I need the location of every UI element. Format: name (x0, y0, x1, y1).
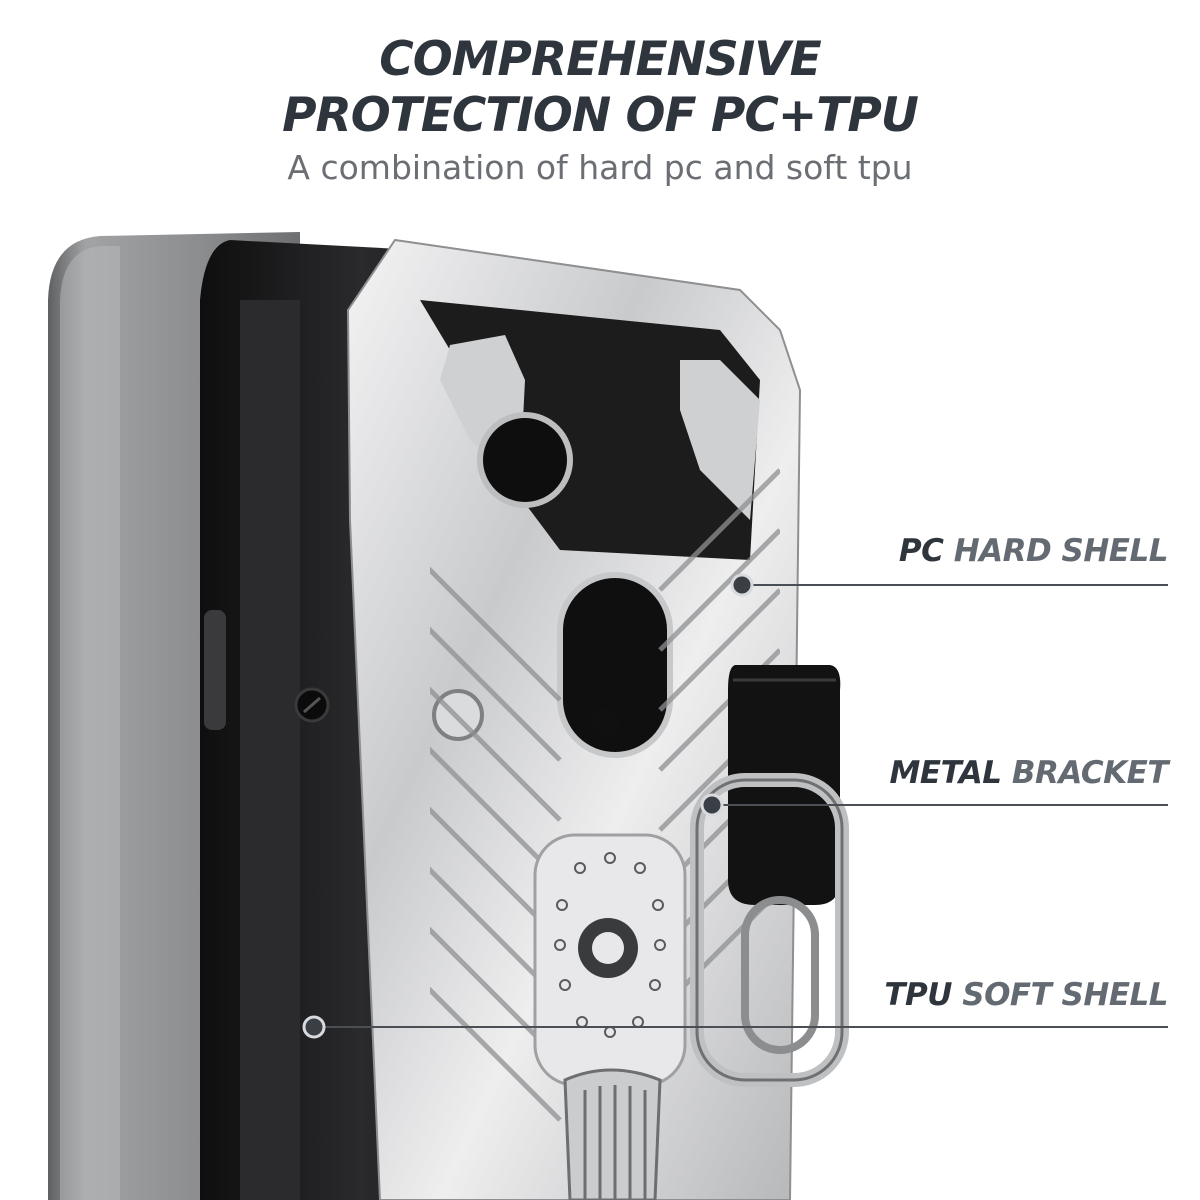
callout-metal-bracket: METAL BRACKET (889, 755, 1169, 791)
callout-tpu-soft-shell: TPU SOFT SHELL (884, 977, 1168, 1013)
callout-light: HARD SHELL (953, 533, 1169, 569)
callout-light: SOFT SHELL (962, 977, 1168, 1013)
title-line-1: COMPREHENSIVE (379, 32, 822, 87)
page-title: COMPREHENSIVE PROTECTION OF PC+TPU (0, 32, 1200, 144)
callout-light: BRACKET (1011, 755, 1169, 791)
title-line-2: PROTECTION OF PC+TPU (282, 88, 919, 143)
callout-strong: METAL (889, 755, 1003, 791)
header: COMPREHENSIVE PROTECTION OF PC+TPU A com… (0, 0, 1200, 188)
callout-leaders (302, 573, 1168, 1039)
pc-hard-shell (346, 238, 802, 1200)
page-subtitle: A combination of hard pc and soft tpu (287, 148, 913, 187)
metal-bracket (690, 665, 849, 1087)
callout-pc-hard-shell: PC HARD SHELL (898, 533, 1169, 569)
callout-strong: PC (898, 533, 944, 569)
callout-strong: TPU (884, 977, 952, 1013)
